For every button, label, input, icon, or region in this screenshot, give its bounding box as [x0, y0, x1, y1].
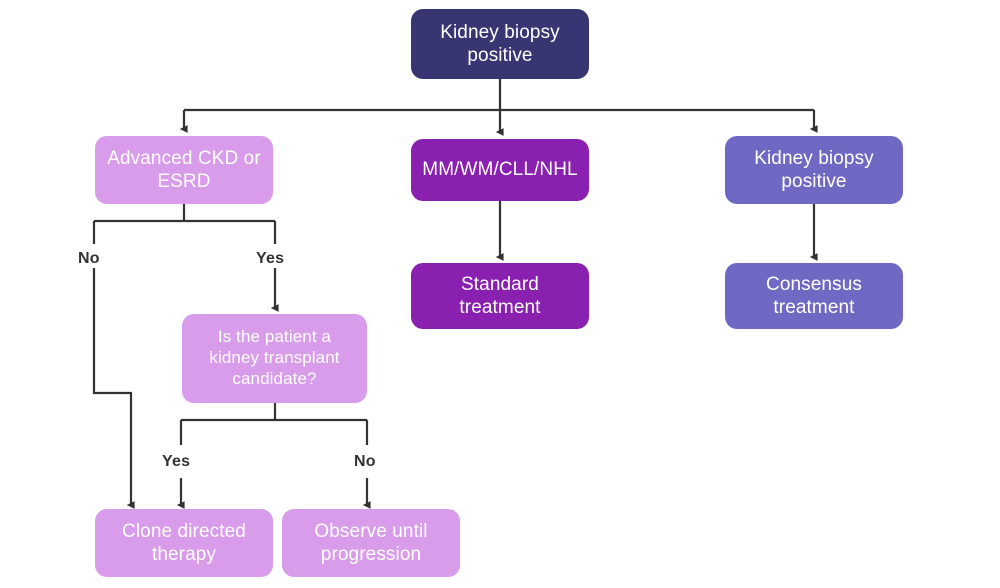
node-kidney-biopsy-positive-right[interactable]: Kidney biopsy positive: [725, 136, 903, 204]
node-observe-until-progression[interactable]: Observe until progression: [282, 509, 460, 577]
node-consensus-treatment[interactable]: Consensus treatment: [725, 263, 903, 329]
node-clone-directed-therapy[interactable]: Clone directed therapy: [95, 509, 273, 577]
node-standard-treatment[interactable]: Standard treatment: [411, 263, 589, 329]
edge-label-ckd-yes: Yes: [256, 250, 285, 267]
edge-label-transplant-no: No: [354, 453, 376, 470]
edge-label-transplant-yes: Yes: [162, 453, 191, 470]
node-mm-wm-cll-nhl[interactable]: MM/WM/CLL/NHL: [411, 139, 589, 201]
edge-label-ckd-no: No: [78, 250, 100, 267]
node-kidney-biopsy-positive-root[interactable]: Kidney biopsy positive: [411, 9, 589, 79]
edge-no-to-clone-therapy: [92, 268, 135, 509]
node-advanced-ckd-or-esrd[interactable]: Advanced CKD or ESRD: [95, 136, 273, 204]
node-is-patient-kidney-transplant-candidate[interactable]: Is the patient a kidney transplant candi…: [182, 314, 367, 403]
